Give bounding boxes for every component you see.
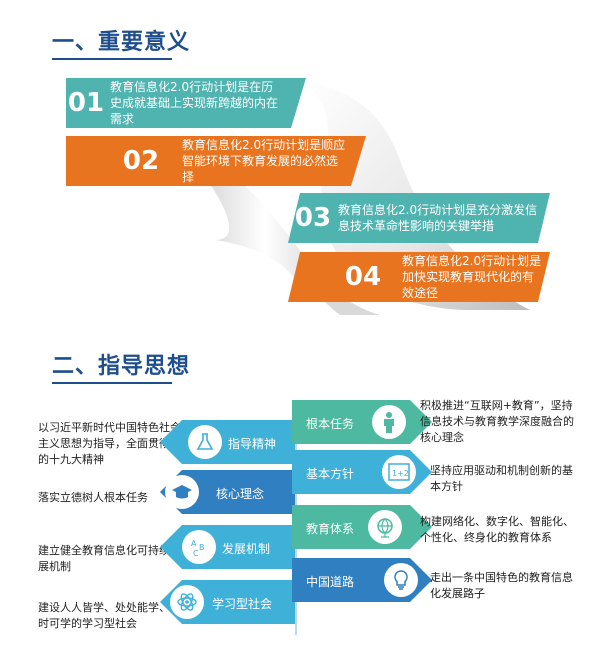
lightbulb-icon bbox=[384, 563, 418, 597]
section-underline bbox=[52, 58, 172, 60]
left-desc-2: 落实立德树人根本任务 bbox=[38, 491, 148, 504]
left-desc-4: 建设人人皆学、处处能学、时时可学的学习型社会 bbox=[38, 601, 181, 630]
right-desc-2: 坚持应用驱动和机制创新的基本方针 bbox=[430, 464, 573, 493]
left-desc-1: 以习近平新时代中国特色社会主义思想为指导，全面贯彻党的十九大精神 bbox=[38, 421, 181, 466]
banner-01-shape bbox=[66, 78, 306, 128]
flask-icon bbox=[188, 425, 222, 459]
left-arrow-label-3: 发展机制 bbox=[222, 542, 271, 556]
right-arrow-label-2: 基本方针 bbox=[306, 467, 355, 481]
right-arrow-label-4: 中国道路 bbox=[306, 575, 355, 589]
right-desc-3: 构建网络化、数字化、智能化、个性化、终身化的教育体系 bbox=[420, 515, 574, 544]
globe-icon bbox=[368, 510, 402, 544]
svg-text:1+2: 1+2 bbox=[392, 469, 409, 478]
item-text: 教育信息化2.0行动计划是顺应智能环境下教育发展的必然选择 bbox=[182, 138, 346, 184]
banner-03-shape bbox=[288, 193, 550, 243]
right-arrow-label-1: 根本任务 bbox=[306, 417, 355, 431]
calculator-icon: 1+2 bbox=[382, 455, 416, 489]
left-arrow-label-1: 指导精神 bbox=[228, 437, 277, 451]
importance-item-01: 01 教育信息化2.0行动计划是在历史成就基础上实现新跨越的内在需求 bbox=[66, 78, 306, 128]
item-text: 教育信息化2.0行动计划是在历史成就基础上实现新跨越的内在需求 bbox=[110, 80, 279, 126]
right-desc-4: 走出一条中国特色的教育信息化发展路子 bbox=[430, 571, 573, 600]
section-title-importance: 一、重要意义 bbox=[52, 30, 191, 55]
section-underline bbox=[52, 382, 172, 384]
svg-text:A: A bbox=[191, 539, 197, 548]
item-number: 02 bbox=[122, 146, 160, 176]
importance-item-04: 04 教育信息化2.0行动计划是加快实现教育现代化的有效途径 bbox=[288, 252, 550, 302]
section-title-guiding-ideology: 二、指导思想 bbox=[52, 354, 191, 379]
svg-text:B: B bbox=[199, 543, 205, 552]
right-desc-1: 积极推进“互联网+教育”，坚持信息技术与教育教学深度融合的核心理念 bbox=[420, 399, 574, 444]
item-text: 教育信息化2.0行动计划是充分激发信息技术革命性影响的关键举措 bbox=[338, 203, 538, 233]
item-number: 04 bbox=[344, 262, 382, 292]
right-arrow-label-3: 教育体系 bbox=[306, 522, 355, 536]
banner-04-shape bbox=[288, 252, 550, 302]
item-number: 01 bbox=[67, 88, 105, 118]
item-text: 教育信息化2.0行动计划是加快实现教育现代化的有效途径 bbox=[402, 254, 542, 300]
importance-item-03: 03 教育信息化2.0行动计划是充分激发信息技术革命性影响的关键举措 bbox=[288, 193, 550, 243]
banner-02-shape bbox=[66, 136, 366, 186]
left-arrow-label-2: 核心理念 bbox=[216, 487, 265, 501]
item-number: 03 bbox=[294, 203, 332, 233]
svg-text:C: C bbox=[193, 549, 199, 558]
importance-item-02: 02 教育信息化2.0行动计划是顺应智能环境下教育发展的必然选择 bbox=[66, 136, 366, 186]
left-arrow-label-4: 学习型社会 bbox=[212, 597, 273, 611]
graduation-cap-icon bbox=[165, 475, 199, 509]
left-desc-3: 建立健全教育信息化可持续发展机制 bbox=[38, 544, 181, 573]
person-icon bbox=[372, 405, 406, 439]
atom-icon bbox=[170, 585, 204, 619]
